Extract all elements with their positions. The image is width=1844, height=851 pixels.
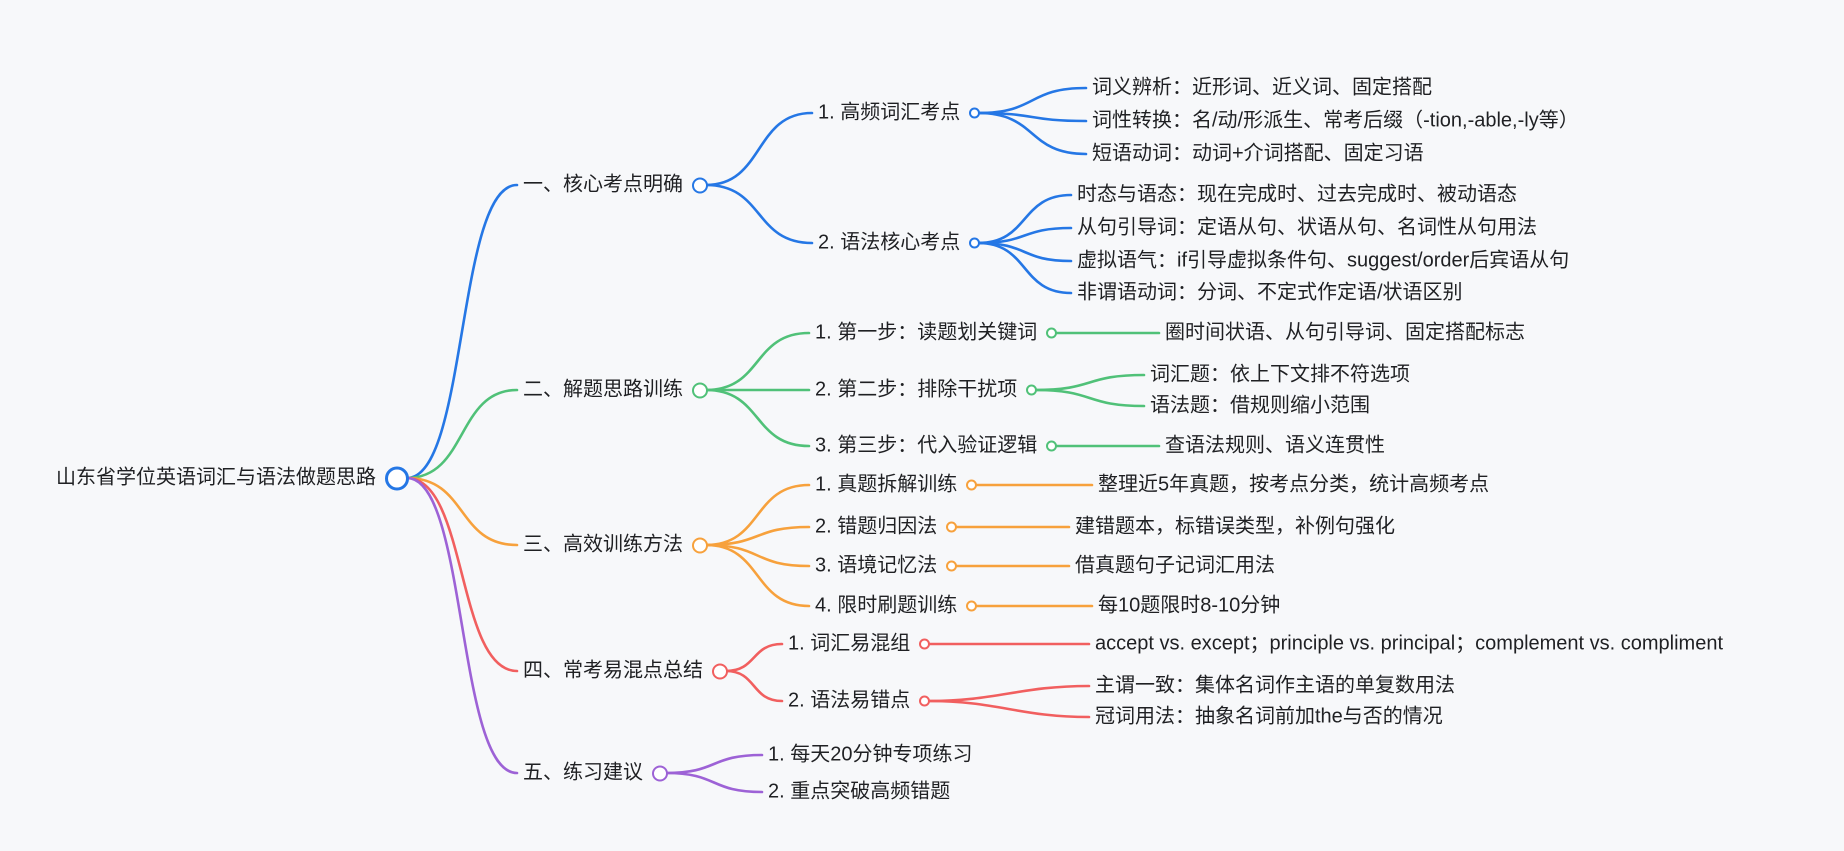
topic-label: 三、高效训练方法	[523, 533, 683, 556]
subtopic[interactable]: 3. 语境记忆法	[815, 554, 958, 579]
expand-collapse-handle-icon[interactable]	[946, 560, 958, 572]
root-topic-label: 山东省学位英语词汇与语法做题思路	[56, 466, 376, 489]
leaf-topic[interactable]: 词义辨析：近形词、近义词、固定搭配	[1092, 76, 1432, 101]
expand-collapse-handle-icon[interactable]	[652, 765, 668, 781]
leaf-topic[interactable]: 时态与语态：现在完成时、过去完成时、被动语态	[1077, 183, 1517, 208]
topic-label: 1. 每天20分钟专项练习	[768, 743, 973, 766]
expand-collapse-handle-icon[interactable]	[385, 466, 409, 490]
leaf-topic[interactable]: 非谓语动词：分词、不定式作定语/状语区别	[1077, 281, 1463, 306]
branch-topic-confusing-points[interactable]: 四、常考易混点总结	[523, 659, 728, 684]
expand-collapse-handle-icon[interactable]	[919, 638, 931, 650]
expand-collapse-handle-icon[interactable]	[969, 237, 981, 249]
topic-label: 冠词用法：抽象名词前加the与否的情况	[1095, 705, 1443, 728]
subtopic[interactable]: 2. 语法核心考点	[818, 231, 981, 256]
subtopic[interactable]: 2. 重点突破高频错题	[768, 780, 950, 805]
subtopic[interactable]: 1. 词汇易混组	[788, 632, 931, 657]
topic-label: accept vs. except；principle vs. principa…	[1095, 632, 1724, 655]
leaf-topic[interactable]: 从句引导词：定语从句、状语从句、名词性从句用法	[1077, 216, 1537, 241]
expand-collapse-handle-icon[interactable]	[692, 177, 708, 193]
leaf-topic[interactable]: accept vs. except；principle vs. principa…	[1095, 632, 1723, 657]
topic-label: 3. 第三步：代入验证逻辑	[815, 434, 1038, 457]
topic-label: 词性转换：名/动/形派生、常考后缀（-tion,-able,-ly等）	[1092, 109, 1579, 132]
leaf-topic[interactable]: 词汇题：依上下文排不符选项	[1150, 363, 1410, 388]
leaf-topic[interactable]: 整理近5年真题，按考点分类，统计高频考点	[1098, 473, 1489, 498]
expand-collapse-handle-icon[interactable]	[1046, 440, 1058, 452]
leaf-topic[interactable]: 每10题限时8-10分钟	[1098, 594, 1280, 619]
topic-label: 1. 真题拆解训练	[815, 473, 958, 496]
topic-label: 一、核心考点明确	[523, 173, 683, 196]
leaf-topic[interactable]: 冠词用法：抽象名词前加the与否的情况	[1095, 705, 1443, 730]
branch-topic-training-methods[interactable]: 三、高效训练方法	[523, 533, 708, 558]
topic-label: 1. 高频词汇考点	[818, 101, 961, 124]
leaf-topic[interactable]: 虚拟语气：if引导虚拟条件句、suggest/order后宾语从句	[1077, 249, 1569, 274]
subtopic[interactable]: 1. 真题拆解训练	[815, 473, 978, 498]
leaf-topic[interactable]: 语法题：借规则缩小范围	[1150, 394, 1370, 419]
topic-label: 每10题限时8-10分钟	[1098, 594, 1281, 617]
topic-label: 非谓语动词：分词、不定式作定语/状语区别	[1077, 281, 1463, 304]
subtopic[interactable]: 2. 错题归因法	[815, 515, 958, 540]
expand-collapse-handle-icon[interactable]	[712, 663, 728, 679]
topic-label: 2. 第二步：排除干扰项	[815, 378, 1018, 401]
topic-label: 圈时间状语、从句引导词、固定搭配标志	[1165, 321, 1525, 344]
leaf-topic[interactable]: 查语法规则、语义连贯性	[1165, 434, 1385, 459]
topic-label: 从句引导词：定语从句、状语从句、名词性从句用法	[1077, 216, 1537, 239]
topic-label: 4. 限时刷题训练	[815, 594, 958, 617]
branch-topic-core-points[interactable]: 一、核心考点明确	[523, 173, 708, 198]
topic-label: 词义辨析：近形词、近义词、固定搭配	[1092, 76, 1432, 99]
expand-collapse-handle-icon[interactable]	[966, 600, 978, 612]
branch-topic-practice-advice[interactable]: 五、练习建议	[523, 761, 668, 786]
leaf-topic[interactable]: 借真题句子记词汇用法	[1075, 554, 1275, 579]
topic-label: 时态与语态：现在完成时、过去完成时、被动语态	[1077, 183, 1517, 206]
subtopic[interactable]: 4. 限时刷题训练	[815, 594, 978, 619]
topic-label: 建错题本，标错误类型，补例句强化	[1075, 515, 1395, 538]
branch-topic-solving-steps[interactable]: 二、解题思路训练	[523, 378, 708, 403]
subtopic[interactable]: 3. 第三步：代入验证逻辑	[815, 434, 1058, 459]
leaf-topic[interactable]: 主谓一致：集体名词作主语的单复数用法	[1095, 674, 1455, 699]
topic-label: 2. 错题归因法	[815, 515, 938, 538]
topic-label: 词汇题：依上下文排不符选项	[1150, 363, 1410, 386]
subtopic[interactable]: 2. 第二步：排除干扰项	[815, 378, 1038, 403]
leaf-topic[interactable]: 词性转换：名/动/形派生、常考后缀（-tion,-able,-ly等）	[1092, 109, 1579, 134]
topic-label: 1. 第一步：读题划关键词	[815, 321, 1038, 344]
subtopic[interactable]: 1. 每天20分钟专项练习	[768, 743, 972, 768]
expand-collapse-handle-icon[interactable]	[692, 537, 708, 553]
leaf-topic[interactable]: 圈时间状语、从句引导词、固定搭配标志	[1165, 321, 1525, 346]
topic-label: 二、解题思路训练	[523, 378, 683, 401]
expand-collapse-handle-icon[interactable]	[1046, 327, 1058, 339]
topic-label: 2. 语法易错点	[788, 689, 911, 712]
expand-collapse-handle-icon[interactable]	[1026, 384, 1038, 396]
topic-label: 查语法规则、语义连贯性	[1165, 434, 1385, 457]
topic-label: 五、练习建议	[523, 761, 643, 784]
topic-label: 短语动词：动词+介词搭配、固定习语	[1092, 142, 1424, 165]
leaf-topic[interactable]: 建错题本，标错误类型，补例句强化	[1075, 515, 1395, 540]
topic-label: 2. 语法核心考点	[818, 231, 961, 254]
topic-label: 2. 重点突破高频错题	[768, 780, 951, 803]
topic-label: 1. 词汇易混组	[788, 632, 911, 655]
topic-label: 四、常考易混点总结	[523, 659, 703, 682]
topic-label: 整理近5年真题，按考点分类，统计高频考点	[1098, 473, 1490, 496]
topic-label: 借真题句子记词汇用法	[1075, 554, 1275, 577]
topic-label: 3. 语境记忆法	[815, 554, 938, 577]
expand-collapse-handle-icon[interactable]	[919, 695, 931, 707]
topic-label: 主谓一致：集体名词作主语的单复数用法	[1095, 674, 1455, 697]
topic-label: 语法题：借规则缩小范围	[1150, 394, 1370, 417]
expand-collapse-handle-icon[interactable]	[969, 107, 981, 119]
expand-collapse-handle-icon[interactable]	[966, 479, 978, 491]
subtopic[interactable]: 1. 高频词汇考点	[818, 101, 981, 126]
topic-label: 虚拟语气：if引导虚拟条件句、suggest/order后宾语从句	[1077, 249, 1570, 272]
root-topic[interactable]: 山东省学位英语词汇与语法做题思路	[56, 466, 409, 491]
leaf-topic[interactable]: 短语动词：动词+介词搭配、固定习语	[1092, 142, 1424, 167]
expand-collapse-handle-icon[interactable]	[946, 521, 958, 533]
subtopic[interactable]: 2. 语法易错点	[788, 689, 931, 714]
subtopic[interactable]: 1. 第一步：读题划关键词	[815, 321, 1058, 346]
expand-collapse-handle-icon[interactable]	[692, 382, 708, 398]
